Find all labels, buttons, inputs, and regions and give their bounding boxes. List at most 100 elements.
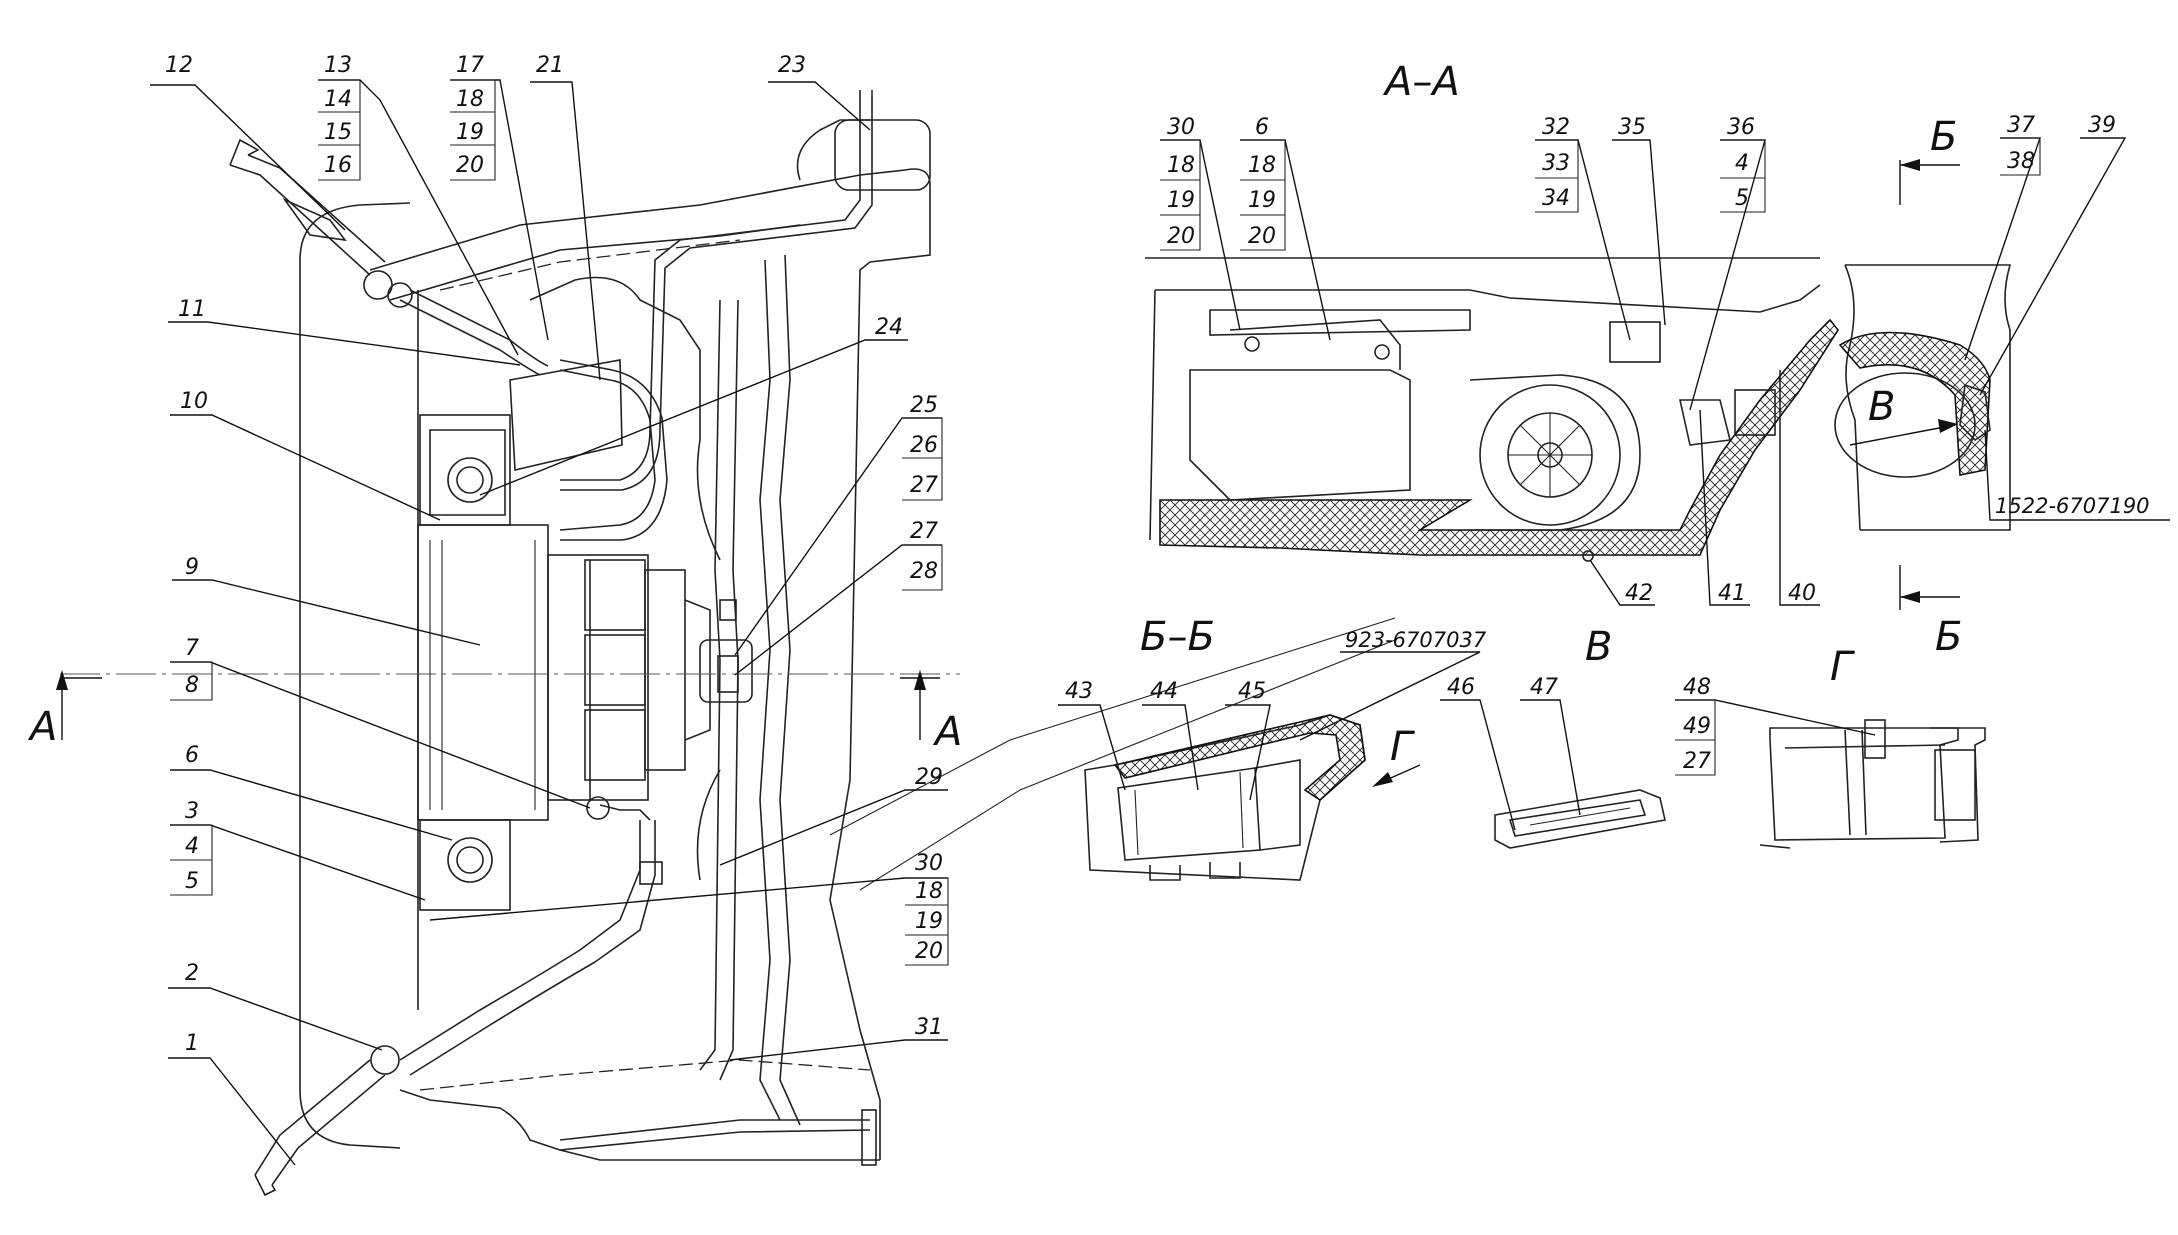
leader-45: [1225, 704, 1271, 801]
right-contour: [759, 259, 781, 1121]
heater-stack: [589, 560, 711, 800]
aa-part-bracket: [1679, 399, 1731, 446]
blower-lower-fan2: [456, 846, 484, 874]
label-18: 18: [456, 87, 484, 112]
fitting-bottom: [370, 1045, 400, 1075]
box-17-20: [450, 79, 496, 181]
leader-46: [1440, 699, 1516, 831]
view-v-mark: В: [1868, 384, 1895, 430]
leader-44: [1142, 704, 1199, 791]
aa-body-outline: [1155, 284, 1821, 313]
label-39: 39: [2088, 113, 2116, 138]
label-6: 6: [185, 743, 199, 768]
label-aa-5: 5: [1735, 186, 1749, 211]
label-28: 28: [910, 559, 938, 584]
box-aa-6: [1240, 139, 1286, 251]
heater-motor: [644, 569, 686, 771]
pipe-21: [559, 369, 656, 531]
label-9: 9: [185, 555, 199, 580]
label-8: 8: [185, 673, 199, 698]
label-aa-35: 35: [1618, 115, 1646, 140]
box-3-5: [170, 824, 213, 896]
tube-right-loop: [696, 439, 721, 881]
label-44: 44: [1150, 679, 1178, 704]
label-aa-6: 6: [1255, 115, 1269, 140]
detail-v-title: В: [1585, 624, 1612, 670]
label-19: 19: [456, 120, 484, 145]
fitting-top: [363, 270, 393, 300]
tube-right2: [719, 299, 739, 1081]
section-aa-title: А–А: [1382, 59, 1460, 105]
label-27g: 27: [1683, 749, 1711, 774]
aa-fan-blades: [1508, 413, 1592, 497]
hose-top: [229, 164, 371, 276]
label-aa-19b: 19: [1248, 188, 1276, 213]
aa-fan-outer: [1479, 384, 1621, 526]
v-outline: [1494, 789, 1666, 849]
label-aa-36: 36: [1727, 115, 1755, 140]
aa-hatched-floor: [1159, 318, 1839, 556]
v-inner: [1508, 799, 1647, 837]
section-b-top: Б: [1930, 114, 1957, 160]
label-17: 17: [456, 53, 484, 78]
leader-24: [479, 339, 908, 496]
right-contour2: [779, 254, 801, 1126]
heater-core: [417, 524, 549, 821]
section-bb-view: [829, 617, 1421, 891]
blower-upper-frame: [419, 414, 511, 526]
reservoir-pipe: [560, 90, 861, 481]
blower-upper-bracket: [429, 429, 506, 516]
text-labels: 12 13 14 15 16 17 18 19 20 21 23 11 10 2…: [27, 53, 2150, 1056]
bb-inner-lines: [1134, 771, 1244, 856]
aa-bolt-a: [1244, 336, 1260, 352]
leader-p2: [1299, 651, 1481, 741]
label-14: 14: [324, 87, 352, 112]
section-b-bottom: Б: [1935, 614, 1962, 660]
leader-30: [429, 877, 948, 921]
g-side-part: [1934, 749, 1976, 821]
label-24: 24: [875, 315, 903, 340]
bb-view-arrowhead: [1372, 772, 1393, 787]
bottom-bracket: [861, 1109, 877, 1166]
pipe-bottom2: [409, 820, 656, 1076]
leader-aa-42: [1589, 559, 1655, 606]
bottom-panel: [399, 1089, 880, 1161]
aa-part32: [1609, 321, 1661, 363]
b-outline: [1845, 264, 2012, 531]
label-10: 10: [180, 389, 208, 414]
box-13-16: [318, 79, 361, 181]
aa-bolt-b: [1374, 344, 1390, 360]
label-aa-34: 34: [1542, 186, 1570, 211]
label-49: 49: [1683, 714, 1711, 739]
hose-bottom-end: [254, 1174, 277, 1197]
b-section-mark-bottom: [1899, 565, 1960, 610]
label-47: 47: [1530, 675, 1558, 700]
g-clip: [1864, 719, 1886, 759]
detail-b-view: [1834, 159, 2012, 610]
fitting-top-inner: [387, 282, 413, 308]
label-13: 13: [324, 53, 352, 78]
leader-29: [719, 789, 948, 866]
hose-bottom: [254, 1059, 371, 1176]
aa-part41: [1734, 389, 1776, 436]
detail-g-view: [1759, 719, 1986, 849]
g-frame: [1769, 727, 1959, 841]
section-aa-view: [1145, 257, 1839, 562]
reservoir: [834, 119, 931, 191]
cab-outline: [299, 202, 411, 1149]
label-38: 38: [2007, 149, 2035, 174]
bb-hatch: [1113, 714, 1366, 802]
leader-12: [150, 84, 346, 231]
hose-top2: [247, 154, 386, 263]
bb-bottom: [1149, 862, 1241, 881]
pipe-21b: [559, 359, 668, 541]
label-aa-19: 19: [1167, 188, 1195, 213]
leader-1: [168, 1057, 296, 1166]
main-view: [56, 90, 960, 1197]
label-boxes: [170, 79, 2041, 966]
aa-motor-inner: [1229, 319, 1401, 370]
label-25: 25: [910, 393, 938, 418]
pipe-11b: [409, 289, 549, 367]
label-aa-18: 18: [1167, 153, 1195, 178]
